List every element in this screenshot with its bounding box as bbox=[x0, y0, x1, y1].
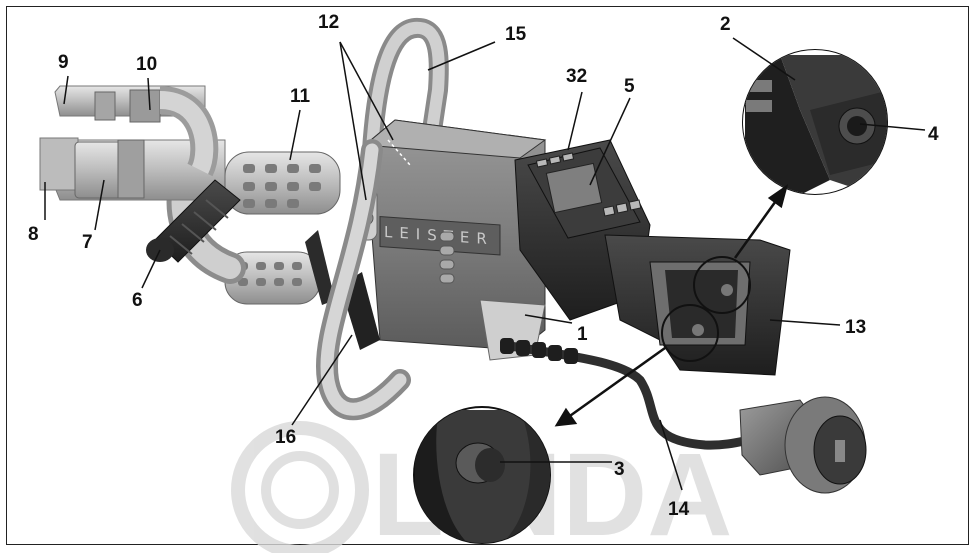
callout-15: 15 bbox=[505, 24, 527, 45]
clamp-lever bbox=[305, 230, 335, 305]
main-housing: LEISTER bbox=[354, 119, 547, 351]
callout-5: 5 bbox=[624, 76, 635, 97]
watermark-logo bbox=[231, 421, 369, 553]
callout-10: 10 bbox=[136, 54, 157, 75]
callout-7: 7 bbox=[82, 232, 93, 253]
callout-8: 8 bbox=[28, 224, 39, 245]
power-plug bbox=[739, 396, 867, 494]
source-marker-bottom bbox=[661, 304, 719, 362]
callout-9: 9 bbox=[58, 52, 69, 73]
callout-14: 14 bbox=[668, 499, 690, 520]
callout-4: 4 bbox=[928, 124, 939, 145]
callout-16: 16 bbox=[275, 427, 296, 448]
power-cable-14 bbox=[500, 338, 765, 450]
detail-arrows bbox=[554, 184, 789, 427]
callout-1: 1 bbox=[577, 324, 588, 345]
upper-nozzle-11 bbox=[224, 151, 341, 215]
callout-13: 13 bbox=[845, 317, 866, 338]
callout-11: 11 bbox=[290, 86, 311, 107]
callout-labels: 12 15 32 5 2 4 9 10 11 8 7 6 1 13 3 14 1… bbox=[28, 12, 939, 520]
source-marker-top bbox=[693, 256, 751, 314]
lower-nozzle bbox=[224, 251, 321, 305]
stand-frame-front bbox=[316, 139, 411, 421]
callout-6: 6 bbox=[132, 290, 143, 311]
callout-32: 32 bbox=[566, 66, 587, 87]
callout-2: 2 bbox=[720, 14, 731, 35]
detail-circle-top bbox=[742, 49, 888, 195]
callout-12: 12 bbox=[318, 12, 339, 33]
leader-lines bbox=[44, 37, 926, 491]
figure-frame bbox=[6, 6, 969, 545]
upper-tube-assembly bbox=[39, 85, 226, 201]
callout-3: 3 bbox=[614, 459, 625, 480]
